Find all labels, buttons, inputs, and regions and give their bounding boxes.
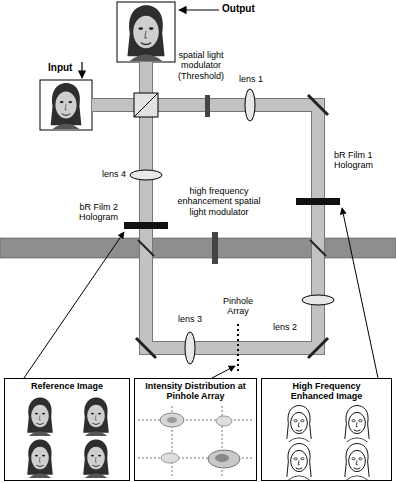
light-beam	[92, 62, 318, 348]
component-label: spatial light modulator (Threshold)	[166, 50, 236, 81]
input-face	[51, 83, 82, 129]
threshold-slm	[205, 95, 210, 117]
pinhole-array	[237, 324, 239, 372]
lens-label: lens 3	[175, 314, 205, 324]
lens-symbol	[130, 170, 162, 180]
image-panel: Intensity Distribution at Pinhole Array	[134, 378, 257, 481]
hologram-label: bR Film 2 Hologram	[60, 202, 118, 223]
input-arrow	[81, 62, 82, 78]
hologram-film	[124, 222, 168, 229]
image-panel: High Frequency Enhanced Image	[261, 378, 392, 481]
output-arrow	[179, 9, 219, 10]
reference-face	[83, 398, 109, 436]
band-splitter	[138, 240, 154, 256]
reference-face	[27, 398, 53, 436]
enhanced-face	[287, 406, 311, 442]
hologram-label: bR Film 1 Hologram	[334, 150, 392, 171]
leader-arrow	[342, 208, 378, 378]
panel-title: Intensity Distribution at Pinhole Array	[138, 381, 253, 402]
reference-face	[27, 440, 53, 478]
leader-arrow	[212, 366, 235, 378]
component-label: Pinhole Array	[218, 296, 258, 317]
band-splitter	[310, 240, 326, 256]
hologram-film	[296, 198, 340, 205]
input-image	[40, 80, 92, 130]
output-face	[127, 5, 164, 61]
lens-symbol	[302, 295, 334, 305]
mirror	[308, 338, 328, 358]
reference-face	[83, 440, 109, 478]
input-label: Input	[48, 62, 78, 74]
image-panel: Reference Image	[4, 378, 130, 481]
output-label: Output	[222, 3, 272, 15]
enhancement-slm	[212, 232, 218, 264]
mirror	[308, 95, 328, 115]
output-image	[117, 2, 175, 62]
panel-title: Reference Image	[31, 381, 103, 391]
beam-outline	[92, 62, 318, 348]
enhanced-face	[345, 406, 369, 442]
lens-label: lens 4	[94, 169, 126, 179]
lens-label: lens 1	[236, 74, 266, 84]
enhanced-face	[287, 444, 311, 480]
component-label: high frequency enhancement spatial light…	[172, 186, 266, 217]
lens-symbol	[185, 332, 195, 364]
splitter-face	[134, 93, 158, 117]
mirror	[136, 338, 156, 358]
intensity-plot	[138, 406, 253, 478]
panel-title: High Frequency Enhanced Image	[282, 381, 372, 402]
enhanced-face	[345, 444, 369, 480]
leader-arrow	[24, 232, 124, 378]
lens-label: lens 2	[268, 322, 302, 332]
beam-splitter	[134, 93, 158, 117]
lens-symbol	[245, 89, 255, 121]
reference-beam	[0, 238, 396, 258]
